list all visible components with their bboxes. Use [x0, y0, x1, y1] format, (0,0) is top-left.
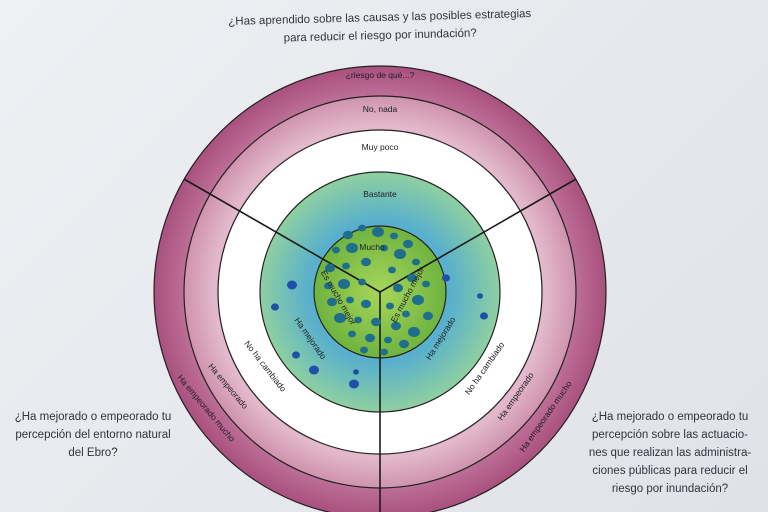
divider-left [183, 178, 381, 293]
divider-right [379, 178, 577, 293]
center-dot [412, 294, 424, 306]
center-dot [358, 278, 366, 286]
right-question-line-1: ¿Ha mejorado o empeorado tu [591, 411, 749, 423]
center-dot [390, 232, 398, 240]
center-dot [332, 246, 340, 254]
fourth-ring-dots [271, 274, 488, 389]
center-dot [403, 239, 413, 249]
center-dot [346, 296, 354, 304]
center-dot [402, 310, 410, 318]
center-dot [361, 257, 371, 267]
left-question-line-2: percepción del entorno natural [15, 429, 171, 441]
fourth-ring-dot [349, 379, 359, 389]
center-dot [408, 326, 420, 338]
label-top-center: Mucho [359, 242, 385, 252]
fourth-ring-dot [442, 274, 450, 282]
center-dot [391, 321, 401, 331]
center-dot [423, 311, 433, 321]
fourth-ring-dot [271, 303, 279, 311]
center-dot [342, 262, 350, 270]
center-dot [384, 336, 392, 344]
right-question-line-5: riesgo por inundación? [611, 483, 729, 495]
center-dot [361, 299, 371, 309]
center-dot [372, 226, 384, 238]
center-dot [380, 348, 388, 356]
center-dot [365, 333, 375, 343]
right-question-line-4: ciones públicas para reducir el [592, 465, 748, 477]
center-dot [334, 312, 346, 324]
fourth-ring-dot [477, 293, 483, 299]
center-dot [394, 248, 406, 260]
fourth-ring-dot [287, 280, 297, 290]
center-dot [399, 339, 409, 349]
center-dot [360, 346, 368, 354]
center-dot [324, 282, 332, 290]
left-question-line-3: del Ebro? [68, 447, 118, 459]
fourth-ring-dot [480, 312, 488, 320]
label-top-third: Muy poco [362, 142, 399, 152]
fourth-ring-dot [292, 351, 300, 359]
center-dot [393, 283, 403, 293]
right-question-line-2: percepción sobre las actuacio- [592, 429, 748, 441]
center-dot [386, 302, 394, 310]
center-dot [327, 297, 337, 307]
fourth-ring-dot [353, 369, 359, 375]
center-dot [358, 224, 366, 232]
center-dot [348, 330, 356, 338]
label-top-fourth: Bastante [363, 189, 397, 199]
center-dots [324, 224, 433, 356]
right-question-line-3: nes que realizan las administra- [588, 447, 752, 459]
center-dot [354, 316, 362, 324]
center-dot [346, 242, 358, 254]
center-dot [388, 266, 396, 274]
center-dot [422, 280, 430, 288]
center-dot [325, 263, 335, 273]
left-question: ¿Ha mejorado o empeorado tu percepción d… [4, 408, 182, 462]
fourth-ring-dot [309, 365, 319, 375]
left-question-line-1: ¿Ha mejorado o empeorado tu [14, 411, 172, 423]
center-dot [412, 258, 420, 266]
label-top-second: No, nada [363, 104, 398, 114]
label-top-outer: ¿riesgo de qué...? [346, 70, 415, 80]
center-dot [343, 230, 353, 240]
right-question: ¿Ha mejorado o empeorado tu percepción s… [572, 408, 768, 498]
center-dot [338, 278, 350, 290]
center-dot [371, 317, 381, 327]
center-dot [380, 244, 388, 252]
center-dot [407, 273, 417, 283]
